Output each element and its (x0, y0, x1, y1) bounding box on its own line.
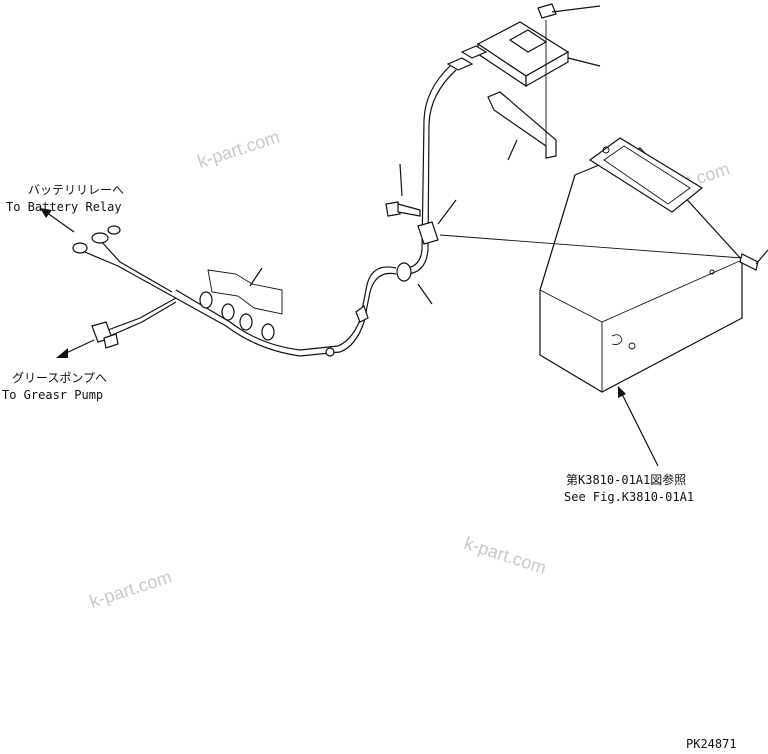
clamp-group (199, 267, 283, 341)
watermark: k-part.com (195, 127, 282, 172)
bolt-top (537, 3, 601, 19)
battery-relay-label-en: To Battery Relay (6, 200, 122, 214)
battery-relay-label-jp: バッテリリレーへ (28, 183, 124, 197)
see-fig-label-jp: 第K3810-01A1図参照 (566, 472, 686, 487)
bracket (487, 91, 557, 161)
bolt-left (385, 163, 421, 217)
grease-pump-label-jp: グリースポンプへ (12, 371, 107, 385)
battery-relay-lead (40, 208, 173, 297)
wire-harness-vertical (396, 65, 457, 305)
grease-pump-lead (56, 297, 177, 358)
wire-harness-horizontal (171, 266, 397, 357)
watermark: k-part.com (87, 567, 174, 612)
drawing-code: PK24871 (686, 737, 737, 751)
bolt-right (439, 234, 768, 271)
grease-pump-label-en: To Greasr Pump (2, 388, 103, 402)
see-fig-leader (618, 386, 659, 467)
watermark: k-part.com (462, 533, 549, 578)
cover-box (539, 137, 743, 393)
see-fig-label-en: See Fig.K3810-01A1 (564, 490, 694, 504)
fuse-box (446, 20, 601, 156)
